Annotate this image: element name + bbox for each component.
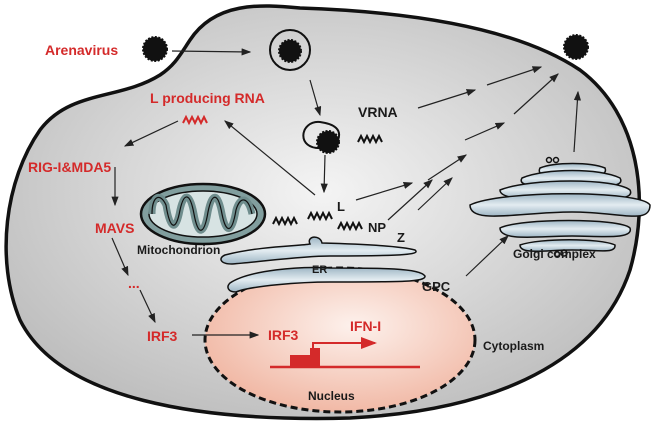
label-er: ER (312, 264, 327, 276)
arrow (387, 179, 433, 221)
label-ifn-i: IFN-I (350, 318, 381, 334)
rna-squiggle-icon (182, 114, 208, 126)
mitochondrion-icon (139, 182, 267, 246)
rna-squiggle-icon (272, 215, 298, 227)
rna-squiggle-icon (307, 210, 333, 222)
label-z: Z (397, 230, 405, 245)
arrow (224, 120, 316, 196)
arrow (486, 66, 543, 86)
uncoating-virus-icon (302, 120, 340, 154)
label-arenavirus: Arenavirus (45, 42, 118, 58)
arrow (417, 89, 477, 109)
label-irf3-nucleus: IRF3 (268, 327, 299, 343)
label-l-producing-rna: L producing RNA (150, 90, 265, 106)
er-icon (220, 236, 426, 293)
arrow (355, 181, 414, 201)
arrow (309, 79, 322, 117)
arrow (123, 120, 179, 147)
label-mavs: MAVS (95, 220, 134, 236)
budding-virus-icon (563, 34, 589, 60)
rna-squiggle-icon (337, 220, 363, 232)
label-nucleus: Nucleus (308, 389, 355, 403)
arrow (465, 235, 509, 277)
arrow (139, 289, 156, 324)
label-mitochondrion: Mitochondrion (137, 243, 220, 257)
label-np: NP (368, 220, 386, 235)
label-rig-mda5: RIG-I&MDA5 (28, 159, 111, 175)
label-vrna: VRNA (358, 104, 398, 120)
virus-icon (142, 36, 168, 62)
arrow (171, 48, 252, 56)
arrow (464, 122, 506, 141)
label-gpc: GPC (422, 279, 451, 294)
label-irf3-cytoplasm: IRF3 (147, 328, 178, 344)
gene-icon (270, 337, 420, 369)
arrow (427, 154, 468, 181)
arrow (417, 177, 453, 211)
rna-squiggle-icon (357, 133, 383, 145)
arrow (573, 90, 582, 153)
arrow (320, 154, 328, 194)
arrow (111, 237, 129, 277)
label-golgi-complex: Golgi complex (513, 247, 596, 261)
label-ellipsis: ... (128, 275, 140, 291)
arrow (513, 73, 559, 115)
golgi-icon (469, 156, 651, 258)
label-cytoplasm: Cytoplasm (483, 339, 544, 353)
label-l: L (337, 199, 345, 214)
endosome-icon (269, 29, 311, 71)
